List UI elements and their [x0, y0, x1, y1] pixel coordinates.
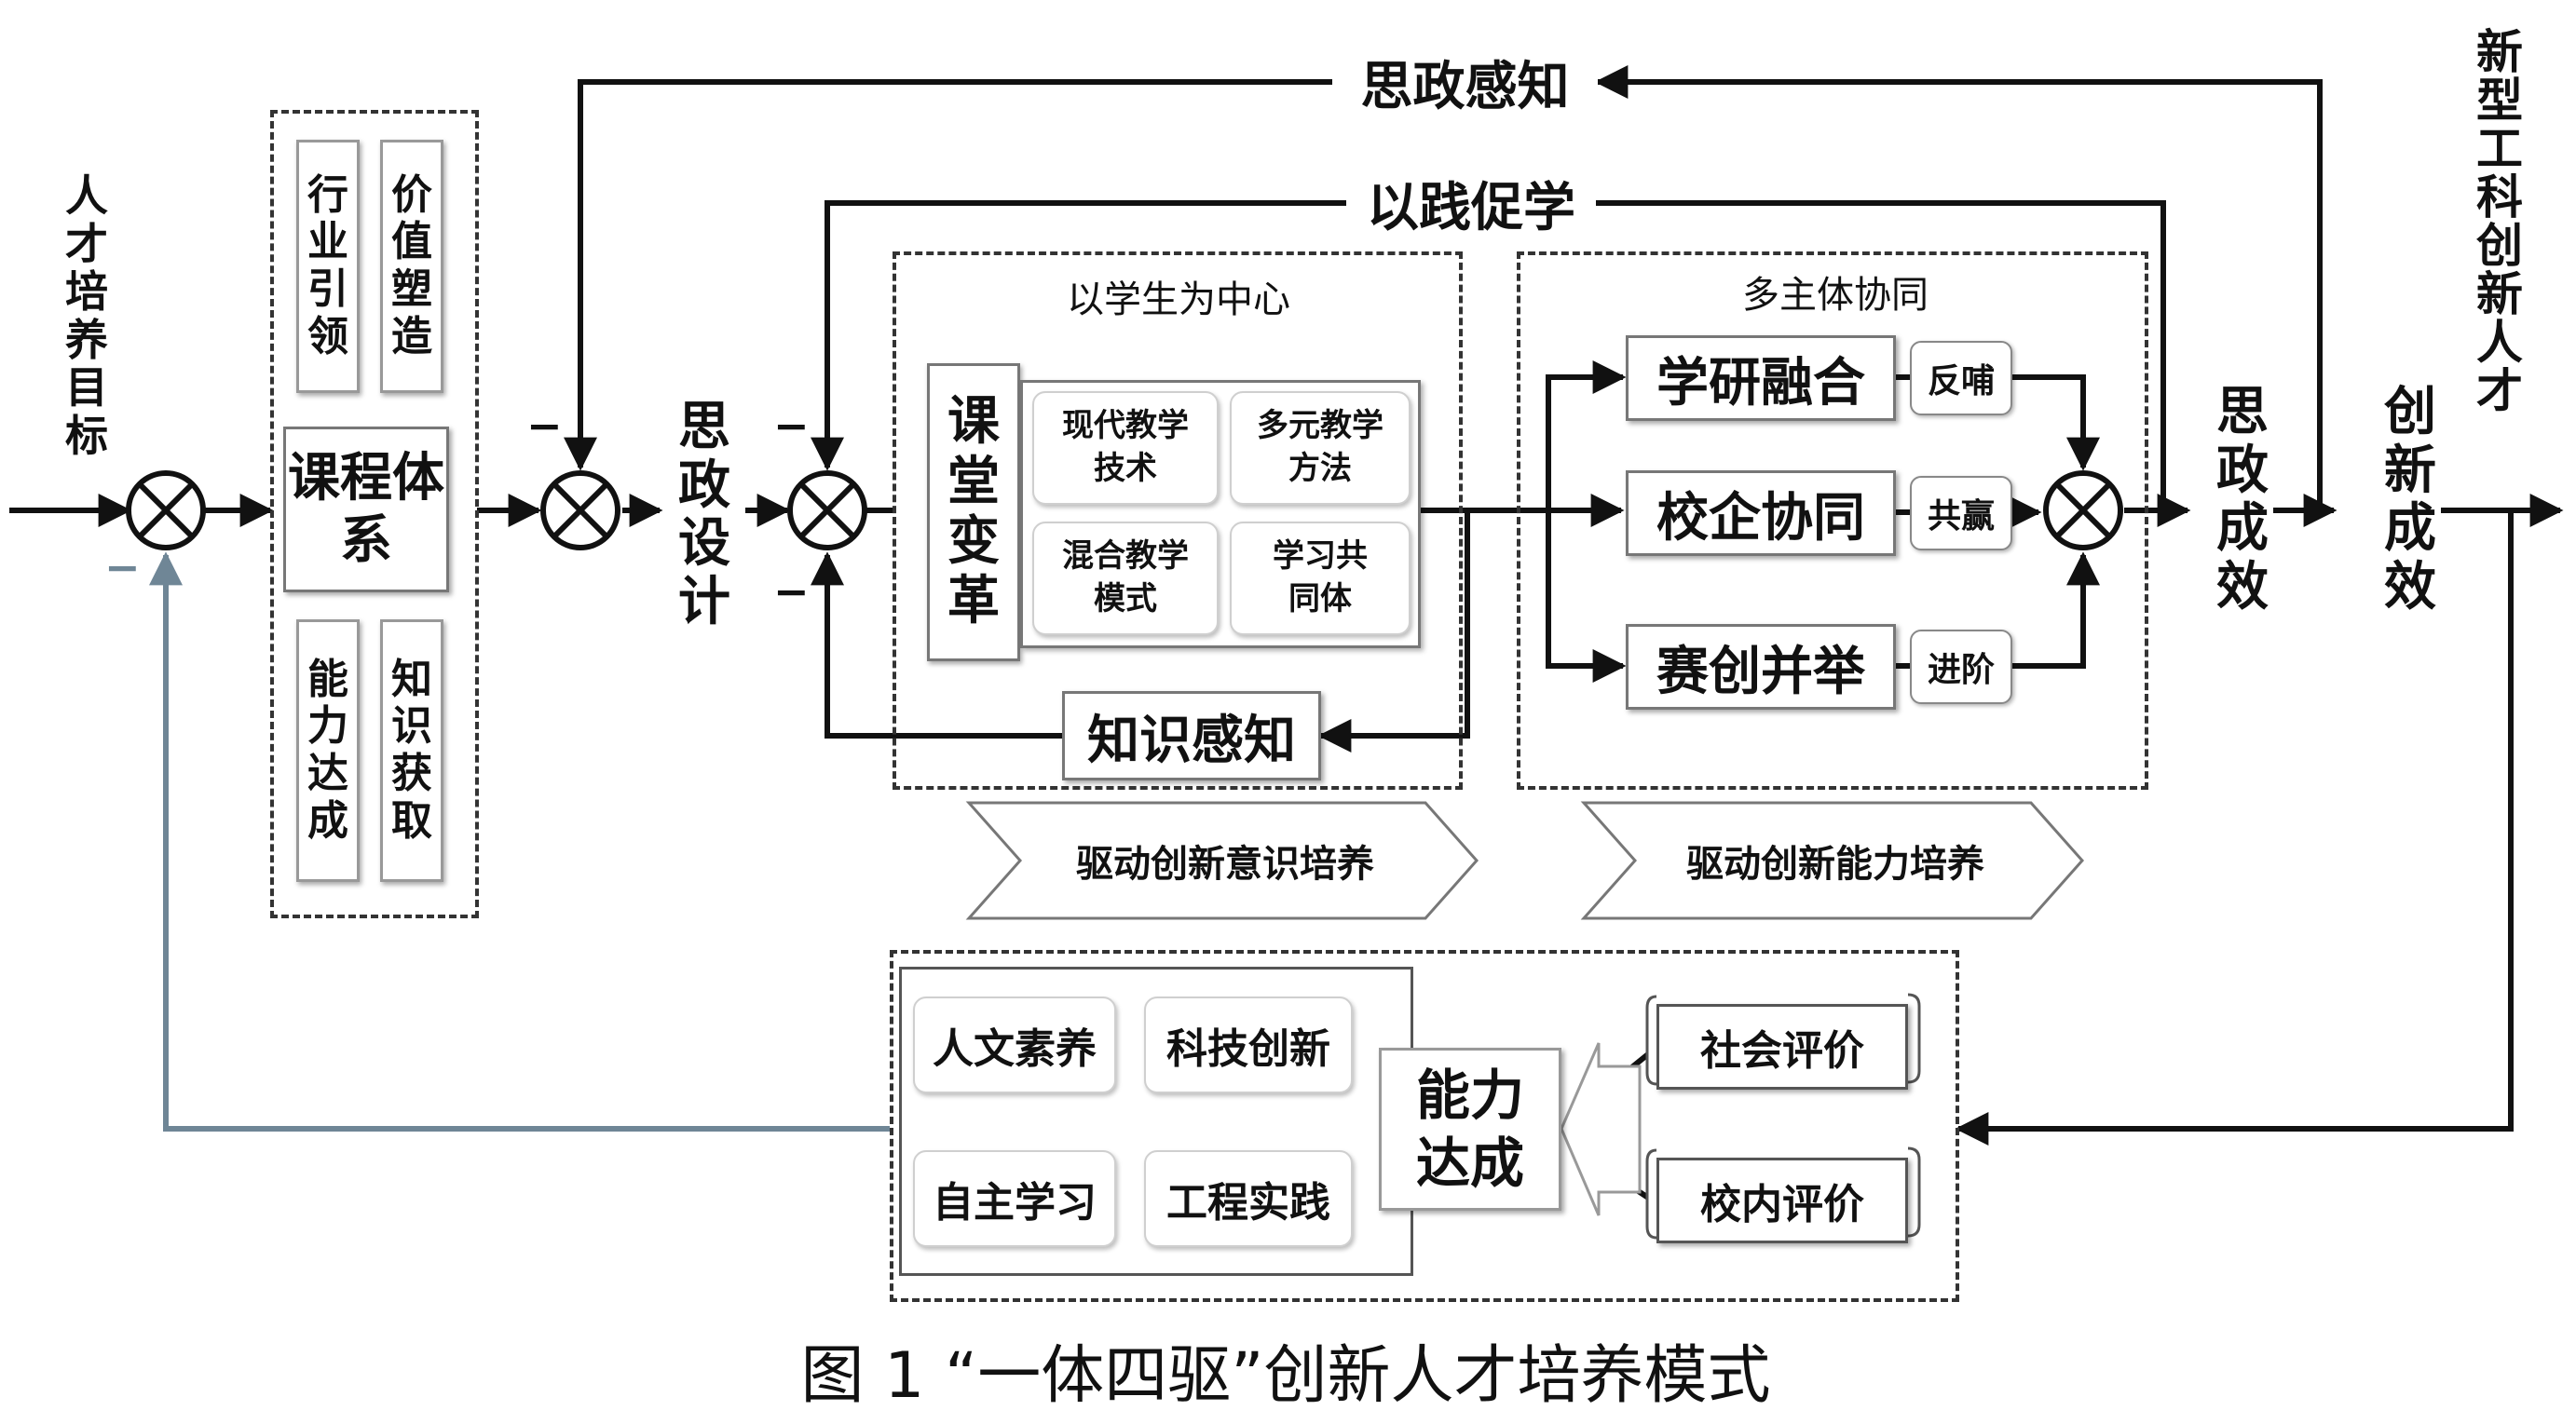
ideology-design-label: 思政设计 [678, 397, 730, 633]
summing-junction-2 [540, 470, 620, 550]
school-enterprise-box: 校企协同 [1626, 470, 1896, 556]
modern-tech-cell: 现代教学技术 [1032, 391, 1219, 505]
blended-mode-cell: 混合教学模式 [1032, 522, 1219, 635]
multi-subject-title: 多主体协同 [1742, 274, 1929, 317]
ability-achieved-box: 能力达成 [1379, 1048, 1561, 1211]
summing-junction-1 [126, 470, 206, 550]
student-center-group [893, 251, 1463, 790]
knowledge-acquire-box: 知识获取 [380, 619, 443, 882]
awareness-driver-label: 驱动创新意识培养 [1076, 843, 1374, 886]
driver-chevron-ability [1580, 801, 2085, 920]
course-system-box: 课程体系 [283, 427, 449, 592]
ideology-result-label: 思政成效 [2216, 382, 2269, 618]
student-center-title: 以学生为中心 [1067, 278, 1290, 321]
minus-sign: − [526, 400, 563, 451]
minus-sign: − [773, 566, 810, 617]
value-shaping-box: 价值塑造 [380, 140, 443, 393]
course-system-group [270, 110, 479, 918]
advance-tag: 进阶 [1910, 630, 2012, 704]
figure-caption: 图 1 “一体四驱”创新人才培养模式 [800, 1338, 1771, 1413]
ability-achievement-group [890, 950, 1959, 1302]
competition-box: 赛创并举 [1626, 624, 1896, 710]
learning-community-cell: 学习共同体 [1230, 522, 1411, 635]
ability-feedback-line [149, 551, 890, 1132]
practice-learning-label: 以践促学 [1346, 172, 1596, 238]
summing-junction-3 [787, 470, 867, 550]
industry-guidance-box: 行业引领 [296, 140, 360, 393]
new-engineering-talent-label: 新型工科创新人才 [2476, 25, 2523, 418]
humanities-cell: 人文素养 [913, 997, 1116, 1093]
self-learning-cell: 自主学习 [913, 1150, 1116, 1247]
ability-driver-label: 驱动创新能力培养 [1686, 843, 1984, 886]
diverse-methods-cell: 多元教学方法 [1230, 391, 1411, 505]
classroom-reform-box: 课堂变革 [927, 363, 1020, 661]
win-win-tag: 共赢 [1910, 476, 2012, 550]
minus-sign: − [773, 400, 810, 451]
driver-chevron-awareness [965, 801, 1479, 920]
internal-eval-box: 校内评价 [1656, 1158, 1908, 1243]
feedback-tag: 反哺 [1910, 341, 2012, 415]
knowledge-perception-box: 知识感知 [1062, 691, 1321, 780]
innovation-result-label: 创新成效 [2384, 382, 2436, 618]
social-eval-box: 社会评价 [1656, 1004, 1908, 1090]
tech-innovation-cell: 科技创新 [1144, 997, 1353, 1093]
scroll-icon [1645, 1148, 1657, 1240]
ideology-perception-label: 思政感知 [1332, 51, 1598, 117]
talent-goal-label: 人才培养目标 [65, 170, 108, 461]
scroll-icon [1645, 995, 1657, 1086]
minus-sign: − [104, 542, 141, 592]
ability-achieve-box: 能力达成 [296, 619, 360, 882]
research-integration-box: 学研融合 [1626, 335, 1896, 421]
multi-subject-group [1517, 251, 2148, 790]
summing-junction-4 [2043, 470, 2123, 550]
engineering-practice-cell: 工程实践 [1144, 1150, 1353, 1247]
